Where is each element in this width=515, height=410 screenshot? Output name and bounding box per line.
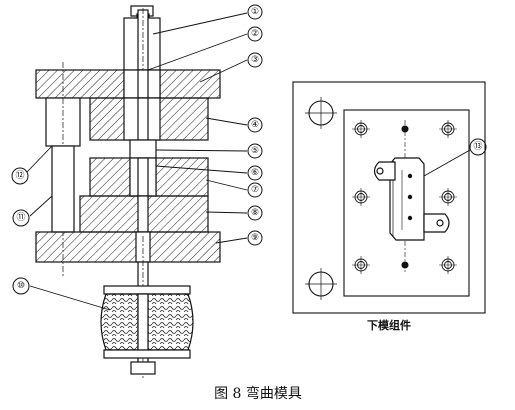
callout-6-text: ⑥ (251, 168, 259, 178)
callout-8 (247, 205, 263, 221)
screw-holes (352, 120, 457, 274)
callout-7-text: ⑦ (251, 185, 259, 195)
callout-7 (247, 182, 263, 198)
callout-3-text: ③ (251, 55, 259, 65)
callout-6 (247, 165, 263, 181)
outer-base-plate (292, 81, 486, 314)
callout-13 (469, 138, 487, 156)
subassembly-label: 下模组件 (367, 318, 411, 332)
callout-9-text: ⑨ (251, 233, 259, 243)
callout-4-text: ④ (251, 120, 259, 130)
lower-die-plan-view (292, 81, 486, 314)
callout-1 (247, 4, 263, 20)
callout-markers (11, 4, 487, 295)
callout-1-text: ① (251, 7, 259, 17)
guide-pillar (51, 145, 75, 233)
callout-10-text: ⑩ (17, 281, 25, 291)
callout-5 (247, 143, 263, 159)
callout-12-text: ⑫ (15, 170, 24, 181)
die-section-view (35, 5, 221, 378)
callout-13-text: ⑬ (473, 141, 482, 152)
callout-9 (247, 230, 263, 246)
inner-die-plate (343, 109, 470, 297)
callout-10 (12, 277, 30, 295)
lower-base-plate (35, 231, 221, 263)
callout-12 (11, 167, 29, 185)
callout-2-text: ② (251, 29, 259, 39)
callout-11-text: ⑪ (16, 212, 25, 223)
leader-lines (26, 12, 471, 311)
callout-2 (247, 26, 263, 42)
lower-nut (130, 361, 156, 375)
guide-hole-bottom-left (305, 268, 337, 300)
cushion-bottom-plate (103, 349, 191, 359)
callout-5-text: ⑤ (251, 146, 259, 156)
cushion-top-plate (103, 285, 191, 295)
guide-hole-top-left (305, 97, 337, 129)
callout-8-text: ⑧ (251, 208, 259, 218)
figure-caption: 图 8 弯曲模具 (214, 385, 302, 402)
workpiece-bracket (373, 157, 450, 241)
callout-3 (247, 52, 263, 68)
callout-11 (12, 209, 30, 227)
callout-4 (247, 117, 263, 133)
